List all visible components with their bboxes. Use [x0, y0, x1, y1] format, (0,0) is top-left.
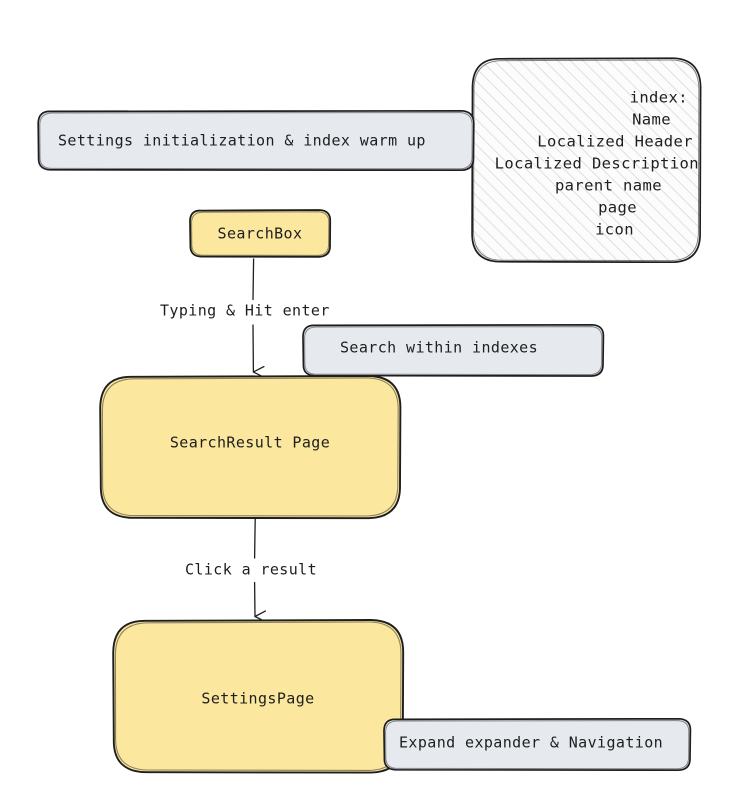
- note-expand-expander-navigation: Expand expander & Navigation: [383, 717, 692, 772]
- node-searchresult-page-shape[interactable]: [99, 375, 402, 520]
- note-settings-initialization: Settings initialization & index warm up: [37, 109, 475, 172]
- note-index-hatch: [472, 58, 701, 263]
- node-settingspage-shape[interactable]: [112, 619, 405, 774]
- edge-click-label: Click a result: [185, 561, 317, 579]
- note-index-border-2: [472, 59, 700, 262]
- edge-typing-label: Typing & Hit enter: [160, 302, 330, 320]
- note-index-line-0: index:: [630, 89, 688, 107]
- note-index-line-2: Localized Header: [537, 133, 693, 151]
- edge-click-line-top: [253, 518, 256, 559]
- note-settings-initialization-shape-2: [39, 112, 473, 170]
- node-settingspage-label: SettingsPage: [201, 690, 314, 708]
- note-search-within-indexes: Search within indexes: [302, 323, 605, 377]
- note-index-line-6: icon: [595, 221, 634, 239]
- node-searchresult-page[interactable]: SearchResult Page: [99, 375, 402, 520]
- node-searchresult-page-shape-2: [101, 377, 399, 517]
- note-index-line-4: parent name: [555, 177, 662, 195]
- node-searchbox-shape[interactable]: [189, 209, 332, 258]
- note-index-line-3: Localized Description: [495, 155, 699, 173]
- note-search-within-indexes-label: Search within indexes: [340, 339, 538, 357]
- edge-click-a-result: Click a result: [185, 518, 317, 617]
- node-searchbox-shape-2: [191, 211, 330, 256]
- note-index-border: [471, 57, 702, 264]
- edge-typing-line-top: [252, 258, 255, 301]
- note-index-line-1: Name: [632, 111, 671, 129]
- note-search-within-indexes-shape: [302, 323, 605, 377]
- note-settings-initialization-label: Settings initialization & index warm up: [58, 132, 426, 150]
- note-search-within-indexes-shape-2: [304, 326, 603, 376]
- note-expand-expander-navigation-label: Expand expander & Navigation: [399, 734, 663, 752]
- note-index-line-5: page: [598, 199, 637, 217]
- node-searchresult-page-label: SearchResult Page: [170, 434, 330, 452]
- note-expand-expander-navigation-shape-2: [385, 720, 690, 770]
- edge-typing-hit-enter: Typing & Hit enter: [160, 258, 330, 372]
- note-settings-initialization-shape: [37, 109, 475, 172]
- note-expand-expander-navigation-shape: [383, 717, 692, 772]
- node-settingspage-shape-2: [114, 621, 402, 771]
- node-searchbox[interactable]: SearchBox: [189, 209, 332, 258]
- node-searchbox-label: SearchBox: [218, 225, 303, 243]
- node-settingspage[interactable]: SettingsPage: [112, 619, 405, 774]
- note-index: index: Name Localized Header Localized D…: [471, 57, 702, 264]
